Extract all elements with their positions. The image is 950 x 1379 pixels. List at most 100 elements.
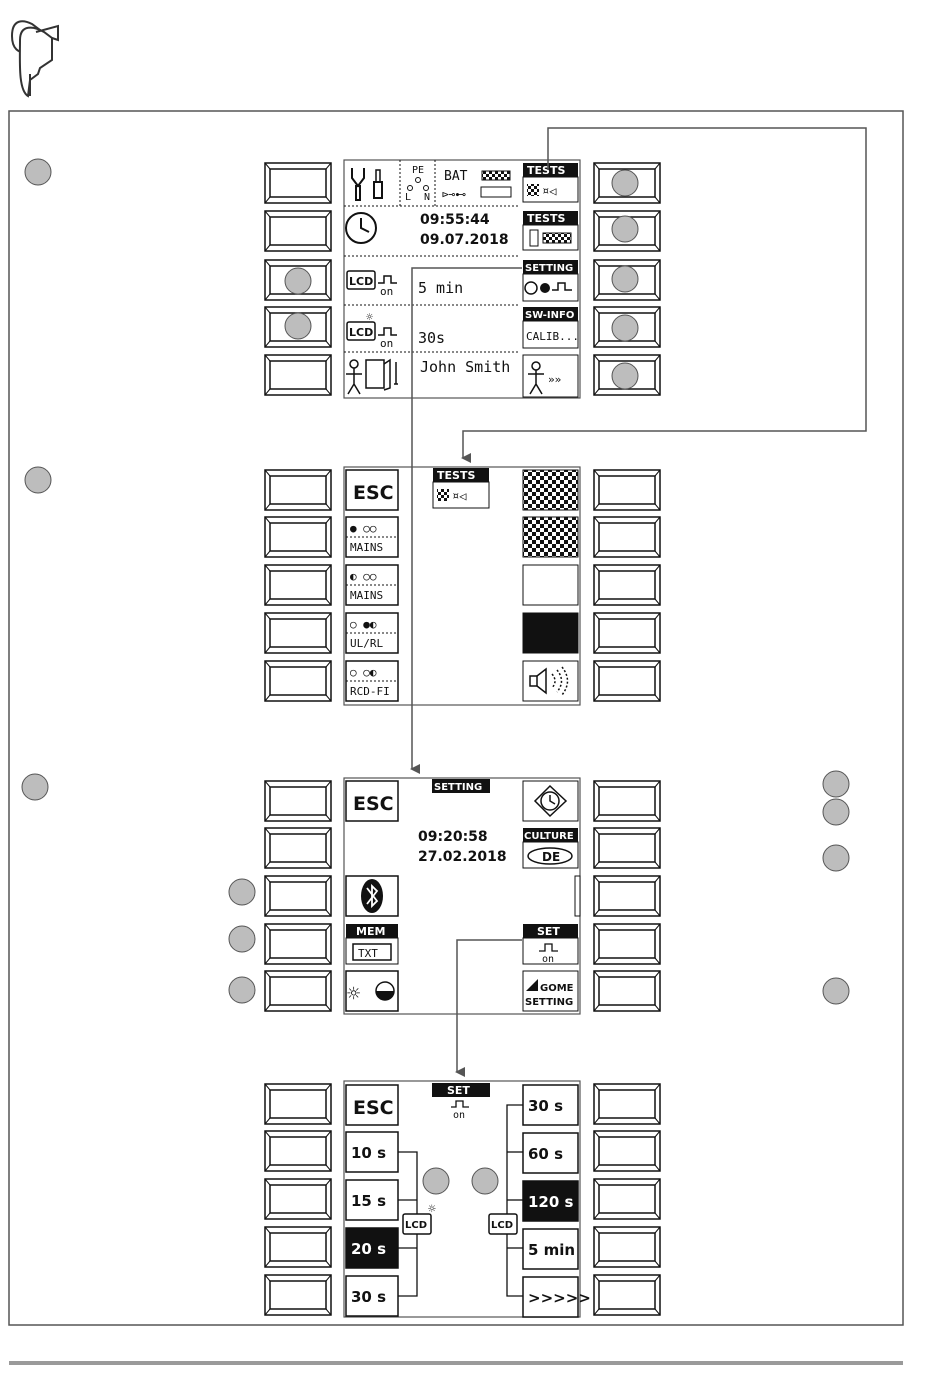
- softkey-right[interactable]: [593, 780, 661, 822]
- softkey-left[interactable]: [264, 780, 332, 822]
- softkey-right[interactable]: [593, 660, 661, 702]
- softkey-left[interactable]: [264, 970, 332, 1012]
- softkey-right[interactable]: [593, 564, 661, 606]
- softkey-right[interactable]: [593, 1178, 661, 1220]
- softkey-right[interactable]: [593, 1274, 661, 1316]
- softkey-left[interactable]: [264, 1274, 332, 1316]
- tests-title: TESTS: [437, 469, 475, 482]
- time-readout: 09:20:58: [418, 829, 488, 845]
- softkey-right[interactable]: [593, 827, 661, 869]
- callout-marker: [822, 844, 850, 872]
- lcd-backlight-icon: LCD: [349, 326, 373, 339]
- mem-label: MEM: [356, 925, 385, 938]
- softkey-right[interactable]: [593, 469, 661, 511]
- timer-option-button[interactable]: 20 s: [345, 1227, 399, 1269]
- white-fill-test[interactable]: [522, 564, 579, 606]
- led-test-button[interactable]: ◐ ○○MAINS: [345, 564, 399, 606]
- led-test-button[interactable]: ○ ●◐UL/RL: [345, 612, 399, 654]
- screen-main-menu: PE L N BAT ⊳⊸⊷ 09:55:44 09.07.2018 LCD o…: [343, 159, 581, 399]
- led-dots: ○ ○◐: [350, 666, 377, 679]
- esc-button[interactable]: ESC: [353, 793, 394, 815]
- on-label: on: [453, 1110, 465, 1121]
- timer-option-button[interactable]: 120 s: [522, 1180, 579, 1222]
- timer-option-button[interactable]: 30 s: [345, 1275, 399, 1317]
- timer-option-button[interactable]: 30 s: [522, 1084, 579, 1126]
- battery-icon: [481, 170, 511, 181]
- callout-marker: [228, 976, 256, 1004]
- indicator-icons: ¤◁: [542, 184, 556, 198]
- backlight-value: 30s: [418, 329, 445, 347]
- date-readout: 09.07.2018: [420, 232, 509, 248]
- setting-title: SETTING: [434, 782, 482, 793]
- timer-option-button[interactable]: >>>>>: [522, 1276, 591, 1318]
- esc-button[interactable]: ESC: [353, 482, 394, 504]
- callout-markers: [21, 158, 850, 1195]
- softkey-left[interactable]: [264, 827, 332, 869]
- calib-label: CALIB...: [526, 330, 579, 343]
- led-test-button[interactable]: ○ ○◐RCD-FI: [345, 660, 399, 702]
- softkey-left[interactable]: [264, 1178, 332, 1220]
- checker-icon: [527, 184, 539, 196]
- callout-marker: [611, 169, 639, 197]
- clock-small-icon: [524, 281, 538, 295]
- callout-marker: [228, 925, 256, 953]
- softkey-left[interactable]: [264, 1226, 332, 1268]
- callout-marker: [284, 312, 312, 340]
- timer-option-button[interactable]: 15 s: [345, 1179, 399, 1221]
- timer-option-button[interactable]: 5 min: [522, 1228, 579, 1270]
- softkey-left[interactable]: [264, 259, 332, 301]
- timer-pulse-icon: [451, 1100, 469, 1108]
- callout-marker: [228, 878, 256, 906]
- softkey-right[interactable]: [593, 1130, 661, 1172]
- buzzer-test[interactable]: [522, 660, 579, 702]
- on-label: on: [542, 954, 554, 965]
- softkey-left[interactable]: [264, 923, 332, 965]
- softkey-left[interactable]: [264, 1130, 332, 1172]
- checker-pattern-2[interactable]: [522, 516, 579, 558]
- callout-marker: [611, 314, 639, 342]
- callout-marker: [822, 977, 850, 1005]
- led-label: MAINS: [350, 589, 383, 602]
- softkey-right[interactable]: [593, 875, 661, 917]
- sun-icon: ☼: [366, 310, 373, 324]
- timer-option-button[interactable]: 10 s: [345, 1131, 399, 1173]
- led-dots: ● ○○: [350, 522, 377, 535]
- softkey-left[interactable]: [264, 354, 332, 396]
- timer-option-label: 5 min: [528, 1241, 575, 1259]
- softkey-left[interactable]: [264, 210, 332, 252]
- checker-pattern-1[interactable]: [522, 469, 579, 511]
- softkey-left[interactable]: [264, 564, 332, 606]
- n-label: N: [424, 192, 430, 203]
- softkey-left[interactable]: [264, 469, 332, 511]
- softkey-left[interactable]: [264, 1083, 332, 1125]
- bat-label: BAT: [444, 169, 468, 184]
- softkey-left[interactable]: [264, 516, 332, 558]
- contrast-icon: [540, 283, 550, 293]
- clock-icon: [345, 212, 377, 244]
- softkey-right[interactable]: [593, 1083, 661, 1125]
- softkey-left[interactable]: [264, 162, 332, 204]
- softkey-right[interactable]: [593, 923, 661, 965]
- softkeys: [264, 162, 661, 1316]
- softkey-right[interactable]: [593, 612, 661, 654]
- timer-option-label: 60 s: [528, 1145, 563, 1163]
- phase-dots-icon: [407, 177, 429, 191]
- set-timer-button[interactable]: [522, 937, 579, 965]
- black-fill-test[interactable]: [522, 612, 579, 654]
- speaker-icon: [529, 666, 569, 696]
- softkey-left[interactable]: [264, 612, 332, 654]
- softkey-left[interactable]: [264, 660, 332, 702]
- timer-option-label: >>>>>: [528, 1289, 591, 1307]
- softkey-right[interactable]: [593, 970, 661, 1012]
- lcd-icon: LCD: [491, 1220, 513, 1231]
- on-label: on: [380, 285, 393, 298]
- softkey-right[interactable]: [593, 516, 661, 558]
- timer-option-button[interactable]: 60 s: [522, 1132, 579, 1174]
- led-test-button[interactable]: ● ○○MAINS: [345, 516, 399, 558]
- screen-setting: ESC SETTING 09:20:58 27.02.2018 CULTURE …: [343, 777, 581, 1015]
- softkey-right[interactable]: [593, 1226, 661, 1268]
- bt-arrow-icon: ⊳⊸⊷: [442, 188, 466, 201]
- esc-button[interactable]: ESC: [353, 1097, 394, 1119]
- softkey-left[interactable]: [264, 875, 332, 917]
- callout-marker: [21, 773, 49, 801]
